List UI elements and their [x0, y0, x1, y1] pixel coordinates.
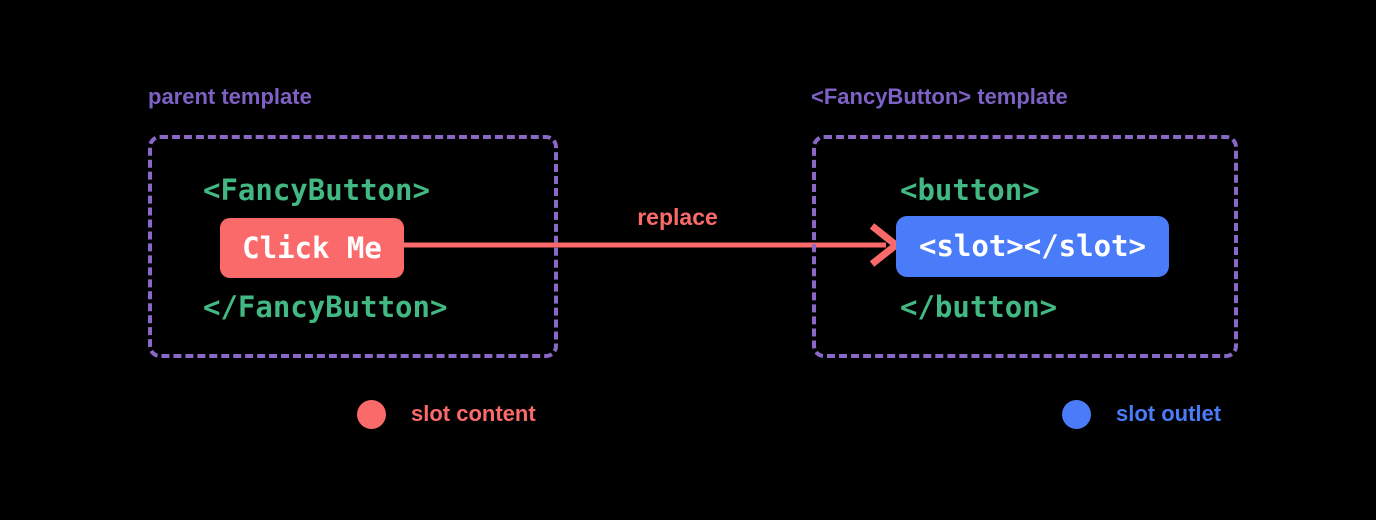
parent-code-open-tag: <FancyButton>	[203, 173, 430, 207]
fancybutton-template-title: <FancyButton> template	[811, 84, 1068, 109]
fancybutton-template-box: <button> <slot></slot> </button>	[812, 135, 1238, 358]
replace-label: replace	[637, 204, 718, 230]
button-code-close-tag: </button>	[900, 290, 1058, 324]
legend-slot-content: slot content	[357, 399, 536, 429]
button-code-open-tag: <button>	[900, 173, 1040, 207]
slot-outlet-dot-icon	[1062, 399, 1091, 429]
parent-template-title: parent template	[148, 84, 312, 109]
slot-content-label: slot content	[411, 401, 536, 426]
slot-outlet-label: slot outlet	[1116, 401, 1222, 426]
slot-content-dot-icon	[357, 399, 386, 429]
click-me-button: Click Me	[220, 218, 404, 278]
slot-outlet-box: <slot></slot>	[896, 216, 1169, 277]
legend-slot-outlet: slot outlet	[1062, 399, 1221, 429]
parent-code-close-tag: </FancyButton>	[203, 290, 448, 324]
parent-template-box: <FancyButton> Click Me </FancyButton>	[148, 135, 558, 358]
